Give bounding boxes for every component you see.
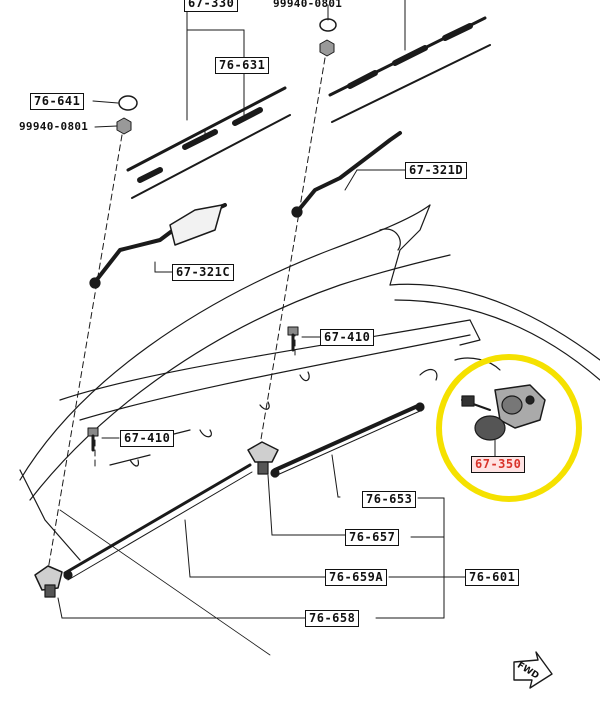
leader-lines (57, 0, 466, 619)
pivot-bracket-left (34, 565, 63, 598)
wiper-arm-left (89, 203, 227, 289)
fwd-arrow (513, 651, 553, 689)
part-label-76-659a[interactable]: 76-659A (325, 569, 388, 586)
wiper-motor (461, 384, 546, 461)
part-label-76-641[interactable]: 76-641 (30, 93, 85, 110)
part-label-67-321c[interactable]: 67-321C (172, 264, 235, 281)
part-label-67-410-upper[interactable]: 67-410 (320, 329, 375, 346)
part-label-76-657[interactable]: 76-657 (345, 529, 400, 546)
part-label-67-330[interactable]: 67-330 (184, 0, 239, 12)
wiper-blade-right (328, 16, 491, 123)
linkage (63, 402, 425, 581)
part-label-76-658[interactable]: 76-658 (305, 610, 360, 627)
part-label-76-653[interactable]: 76-653 (362, 491, 417, 508)
cap-and-nut-right (319, 18, 337, 57)
wiper-arm-right (291, 131, 402, 218)
cap-and-nut-left (116, 95, 138, 135)
bolt-67-410-upper (287, 326, 299, 352)
part-label-67-410-lower[interactable]: 67-410 (120, 430, 175, 447)
bolt-67-410-lower (87, 427, 99, 452)
part-label-76-601[interactable]: 76-601 (465, 569, 520, 586)
wiper-blade-left (126, 86, 291, 199)
part-label-67-350[interactable]: 67-350 (471, 456, 526, 473)
part-label-99940-0801[interactable]: 99940-0801 (19, 120, 89, 133)
pivot-bracket-right (247, 441, 279, 475)
part-label-99940-0801-top[interactable]: 99940-0801 (273, 0, 343, 10)
pivot-axes (47, 57, 326, 571)
part-label-76-631[interactable]: 76-631 (215, 57, 270, 74)
body-outline (19, 204, 600, 561)
highlight-circle (436, 354, 582, 502)
part-label-67-321d[interactable]: 67-321D (405, 162, 468, 179)
